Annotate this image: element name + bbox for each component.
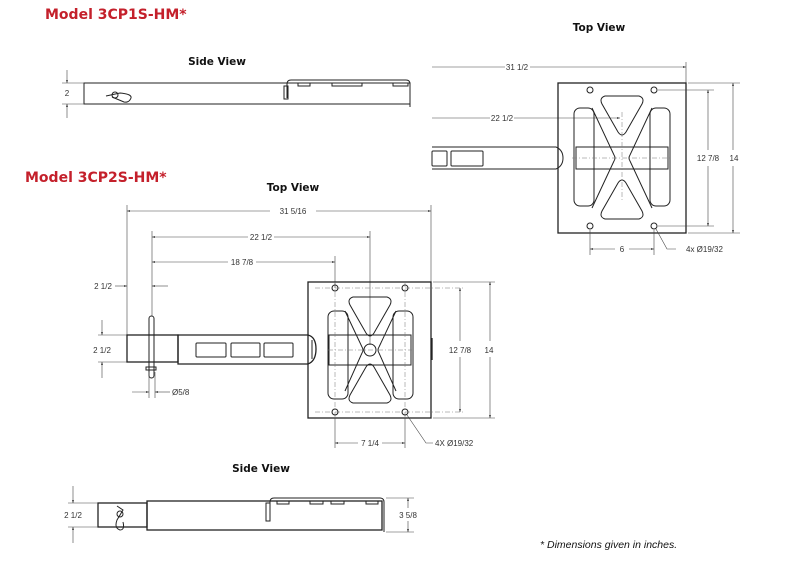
bracket-height-dim: 3 5/8: [399, 511, 417, 520]
hitch-pin-clip-icon: [105, 91, 132, 103]
plate-height-dim: 14: [485, 346, 494, 355]
side-view-label: Side View: [188, 56, 246, 68]
top-view-label: Top View: [573, 22, 626, 34]
mount-holes: [586, 86, 658, 230]
hole-spacing-v-dim: 12 7/8: [697, 154, 720, 163]
hole-spacing-v-dim: 12 7/8: [449, 346, 472, 355]
model-1-title: Model 3CP1S-HM*: [45, 7, 187, 23]
hitch-pin-clip-icon: [115, 505, 125, 531]
hole-spacing-h-dim: 6: [620, 245, 625, 254]
hole-spacing-h-dim: 7 1/4: [361, 439, 379, 448]
mount-holes: [331, 284, 409, 416]
hitch-pin: [148, 315, 155, 379]
center-length-dim: 22 1/2: [250, 233, 273, 242]
model-1-side-view: Side View 2: [62, 56, 411, 118]
footnote: * Dimensions given in inches.: [540, 539, 677, 551]
tube-height-dim: 2 1/2: [64, 511, 82, 520]
pin-offset-dim: 2 1/2: [94, 282, 112, 291]
plate-offset-dim: 18 7/8: [231, 258, 254, 267]
model-2-side-view: Side View 2 1/2 3 5/8: [64, 463, 417, 543]
overall-length-dim: 31 1/2: [506, 63, 529, 72]
plate-height-dim: 14: [730, 154, 739, 163]
model-2-top-view: Top View 31 5/16 22 1/2 18 7/8 2 1/2 2 1…: [93, 182, 495, 448]
pin-diameter-dim: Ø5/8: [172, 388, 190, 397]
model-2-title: Model 3CP2S-HM*: [25, 170, 167, 186]
hole-callout: 4X Ø19/32: [435, 439, 474, 448]
top-view-label: Top View: [267, 182, 320, 194]
overall-length-dim: 31 5/16: [280, 207, 307, 216]
model-1-top-view: Top View 31 1/2 22 1/2 12 7/8: [431, 22, 740, 255]
tube-width-dim: 2 1/2: [93, 346, 111, 355]
side-height-dim: 2: [65, 89, 70, 98]
center-length-dim: 22 1/2: [491, 114, 514, 123]
side-view-label: Side View: [232, 463, 290, 475]
hole-callout: 4x Ø19/32: [686, 245, 723, 254]
